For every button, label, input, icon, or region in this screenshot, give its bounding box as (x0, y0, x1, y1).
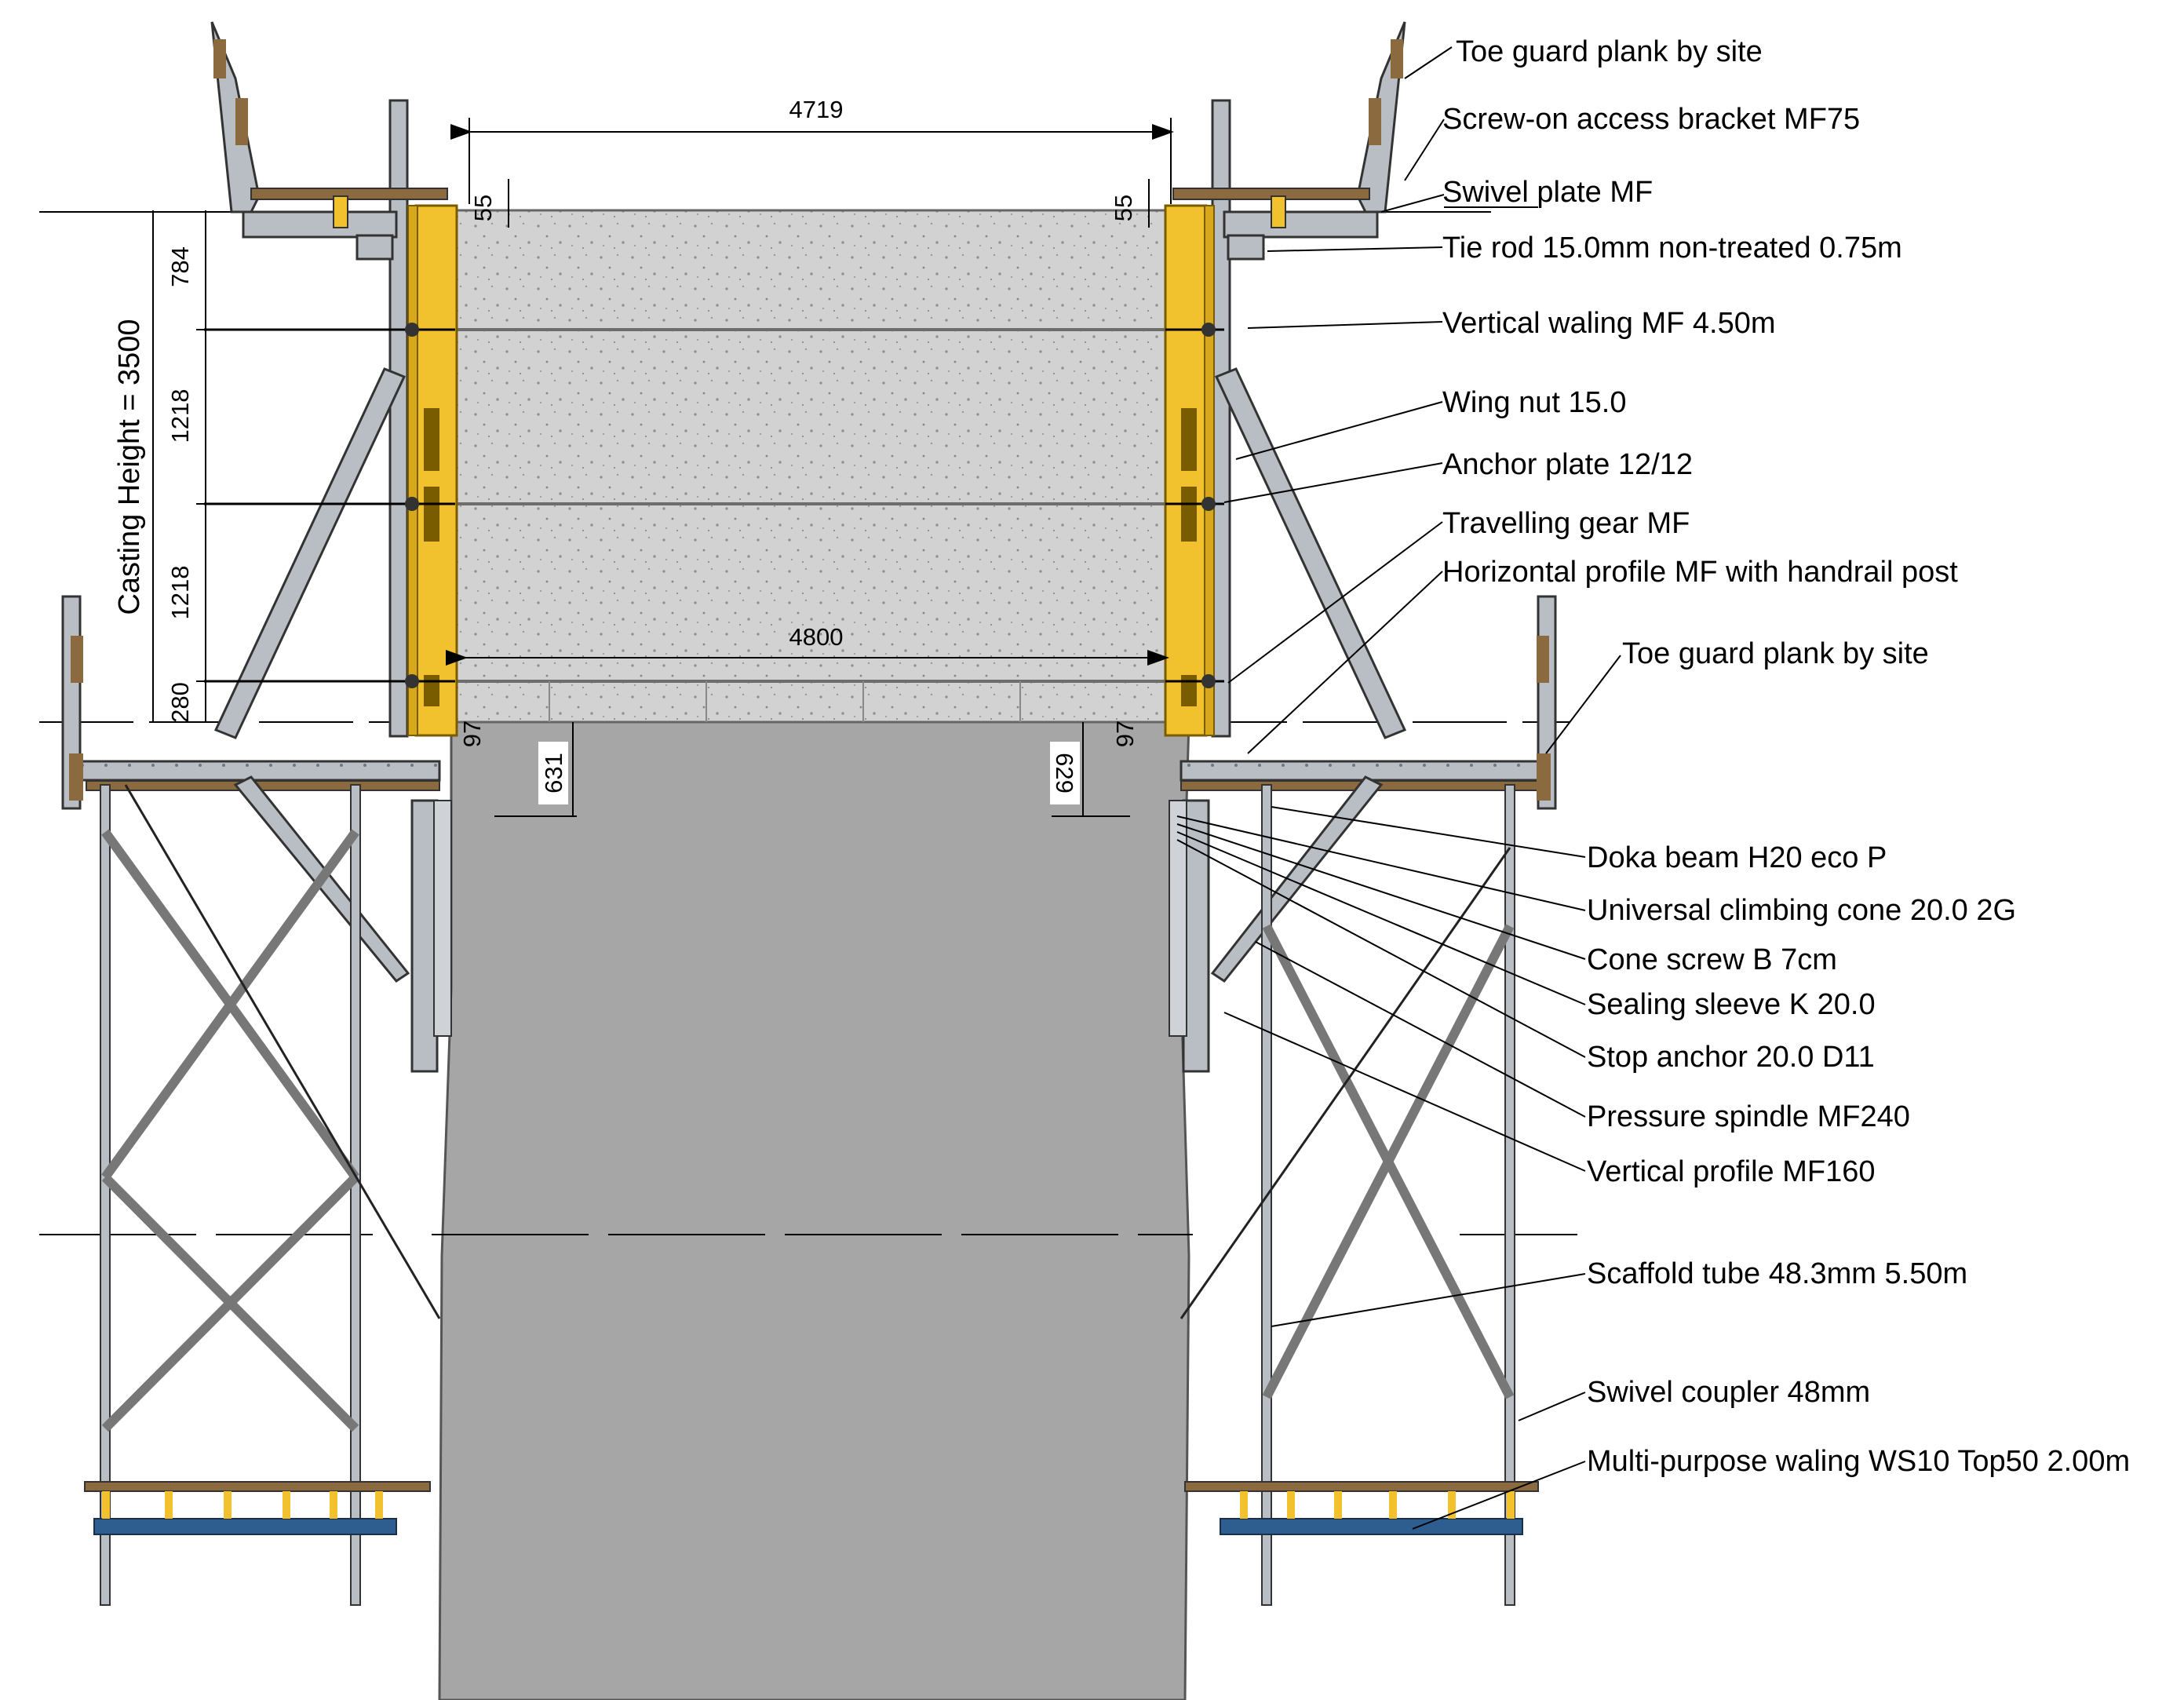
label-screw-on-bracket: Screw-on access bracket MF75 (1442, 103, 1860, 136)
label-pressure-spindle: Pressure spindle MF240 (1587, 1100, 1910, 1133)
label-doka-beam: Doka beam H20 eco P (1587, 841, 1887, 874)
dim-casting-height: Casting Height = 3500 (113, 319, 146, 615)
label-vertical-profile: Vertical profile MF160 (1587, 1155, 1876, 1188)
dimension-texts: 4719 4800 55 55 784 1218 1218 280 Castin… (113, 96, 1139, 804)
label-stop-anchor: Stop anchor 20.0 D11 (1587, 1041, 1875, 1074)
label-sealing-sleeve: Sealing sleeve K 20.0 (1587, 988, 1876, 1021)
label-climbing-cone: Universal climbing cone 20.0 2G (1587, 894, 2016, 927)
dim-depth-631: 631 (540, 753, 567, 793)
label-scaffold-tube: Scaffold tube 48.3mm 5.50m (1587, 1257, 1967, 1290)
label-travelling-gear: Travelling gear MF (1442, 507, 1690, 540)
existing-concrete-wall (438, 674, 1190, 1700)
right-formwork-assembly (1164, 21, 1557, 1606)
dim-seg-1218-b: 1218 (166, 566, 194, 620)
label-swivel-plate: Swivel plate MF (1442, 176, 1653, 209)
dim-top-width: 4719 (789, 96, 844, 123)
new-concrete-pour (454, 209, 1167, 724)
label-multi-purpose-waling: Multi-purpose waling WS10 Top50 2.00m (1587, 1445, 2130, 1478)
label-tie-rod: Tie rod 15.0mm non-treated 0.75m (1442, 232, 1902, 264)
label-cone-screw: Cone screw B 7cm (1587, 943, 1837, 976)
callout-labels: Toe guard plank by site Screw-on access … (1442, 35, 2130, 1478)
dimension-lines (152, 118, 1174, 817)
dim-seg-1218-a: 1218 (166, 389, 194, 443)
label-horizontal-profile: Horizontal profile MF with handrail post (1442, 556, 1958, 589)
label-vertical-waling: Vertical waling MF 4.50m (1442, 307, 1776, 340)
dim-bottom-width: 4800 (789, 623, 844, 651)
dim-seg-280: 280 (166, 682, 194, 723)
dim-depth-629: 629 (1051, 753, 1078, 793)
dim-seg-784: 784 (166, 246, 194, 287)
label-anchor-plate: Anchor plate 12/12 (1442, 448, 1693, 481)
dim-offset-97-left: 97 (458, 720, 486, 747)
dim-offset-top-right: 55 (1110, 195, 1137, 221)
label-wing-nut: Wing nut 15.0 (1442, 386, 1626, 419)
label-toe-guard-top: Toe guard plank by site (1456, 35, 1763, 68)
label-toe-guard-mid: Toe guard plank by site (1622, 637, 1929, 670)
label-swivel-coupler: Swivel coupler 48mm (1587, 1376, 1870, 1409)
dim-offset-97-right: 97 (1111, 720, 1139, 747)
left-formwork-assembly (61, 21, 458, 1606)
dim-offset-top-left: 55 (469, 195, 497, 221)
leader-lines (1176, 46, 1621, 1530)
